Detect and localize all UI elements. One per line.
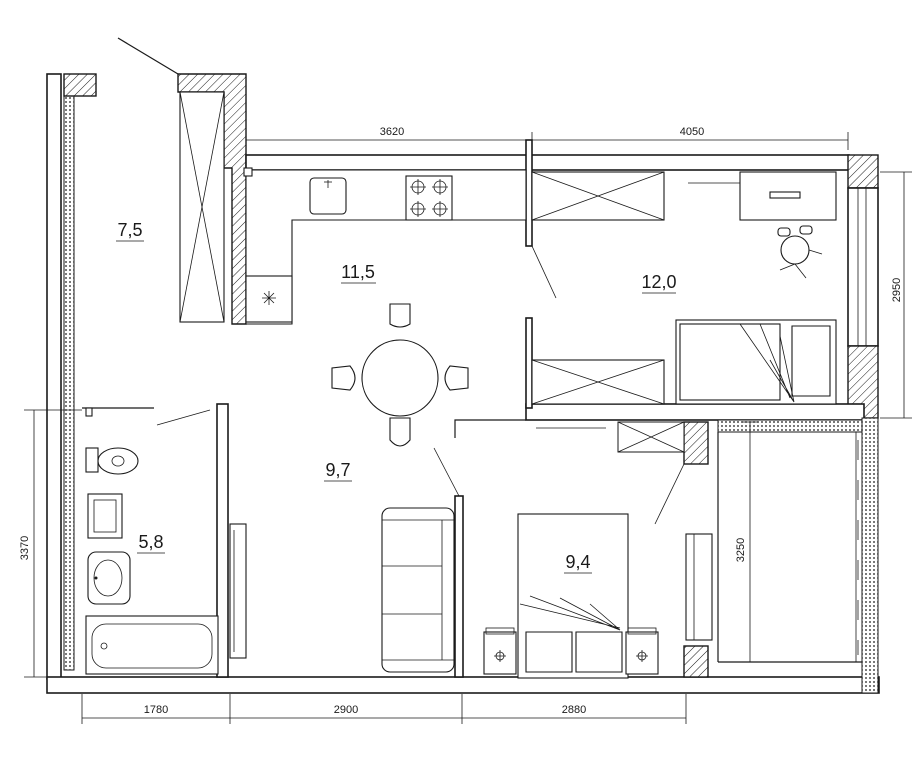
- tv-unit: [229, 523, 247, 659]
- dim-right-upper: 2950: [891, 278, 903, 302]
- sink: [309, 177, 347, 215]
- laptop: [769, 191, 801, 199]
- dim-bottom-2: 2900: [334, 704, 358, 716]
- dimension-lines: 3620 4050 2950 3250 3370 1780 2900 2880: [19, 126, 912, 724]
- room-area-bathroom: 5,8: [138, 532, 163, 552]
- dim-bottom-3: 2880: [562, 704, 586, 716]
- room-labels: 7,5 11,5 12,0 9,7 5,8 9,4: [116, 220, 677, 574]
- walls: [46, 37, 880, 694]
- bedroom-wardrobe: [685, 533, 713, 641]
- nightstand-left: [483, 627, 517, 675]
- room-area-bedroom: 9,4: [565, 552, 590, 572]
- toilet: [85, 447, 139, 475]
- room-area-living: 9,7: [325, 460, 350, 480]
- double-bed: [517, 513, 629, 679]
- study-furniture: [531, 171, 837, 405]
- bathroom-fixtures: [85, 407, 219, 675]
- washer: [87, 493, 123, 539]
- room-area-kitchen: 11,5: [341, 262, 375, 282]
- dim-right-lower: 3250: [735, 538, 747, 562]
- kitchen-counter: [243, 167, 527, 325]
- office-chair: [777, 225, 823, 279]
- dining-table: [331, 303, 469, 447]
- dim-left: 3370: [19, 536, 31, 560]
- cooktop: [405, 175, 453, 221]
- nightstand-right: [625, 627, 659, 675]
- dim-top-right: 4050: [680, 126, 704, 138]
- washbasin: [87, 551, 131, 605]
- dim-top-left: 3620: [380, 126, 404, 138]
- dim-bottom-1: 1780: [144, 704, 168, 716]
- room-area-study: 12,0: [641, 272, 676, 292]
- sofa: [381, 507, 455, 673]
- study-bed: [675, 319, 837, 405]
- hall-wardrobe: [179, 91, 225, 323]
- door-swings: [156, 245, 685, 525]
- room-area-hall: 7,5: [117, 220, 142, 240]
- bathtub: [85, 615, 219, 675]
